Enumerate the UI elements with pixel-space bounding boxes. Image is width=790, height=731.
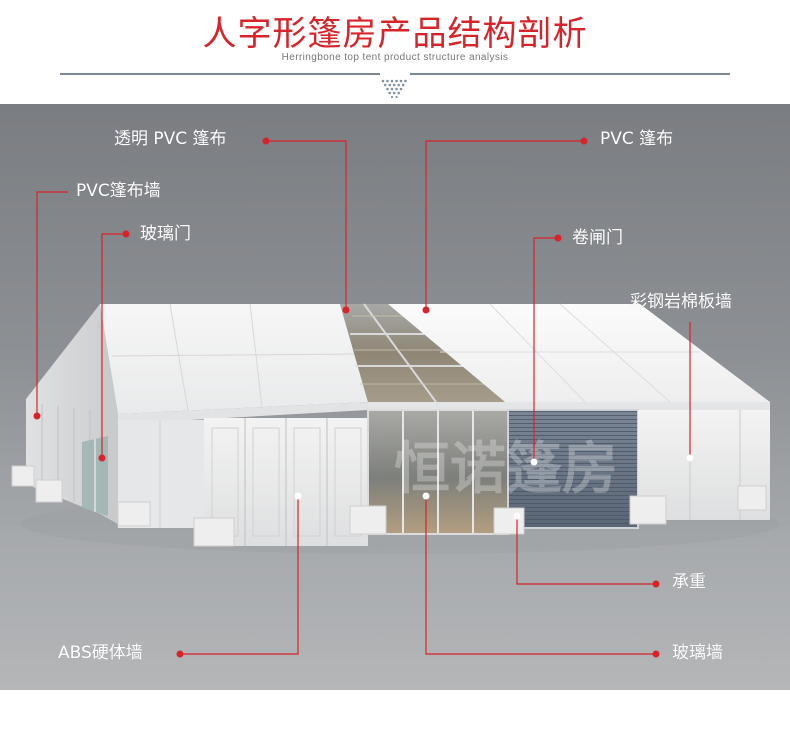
tent-scene: 恒诺篷房 [0,104,790,690]
label-sandwich-panel-wall: 彩钢岩棉板墙 [630,292,732,312]
label-transparent-pvc-cover: 透明 PVC 篷布 [114,129,227,149]
label-rolling-door: 卷闸门 [572,228,623,248]
header: 人字形篷房产品结构剖析 Herringbone top tent product… [0,0,790,104]
label-abs-wall: ABS硬体墙 [58,643,143,663]
label-glass-wall: 玻璃墙 [672,643,723,663]
divider-left [60,73,380,75]
divider-right [410,73,730,75]
dots-triangle-icon [381,79,407,98]
page-title: 人字形篷房产品结构剖析 [202,14,588,54]
watermark-text: 恒诺篷房 [394,437,618,502]
callout-lines [33,137,694,658]
label-pvc-wall: PVC篷布墙 [76,181,161,201]
tent-illustration: 恒诺篷房 [11,303,780,554]
label-pvc-cover: PVC 篷布 [600,129,674,149]
footer [0,690,790,731]
label-load-bearing: 承重 [672,572,706,592]
label-glass-door: 玻璃门 [140,224,191,244]
page-subtitle: Herringbone top tent product structure a… [281,52,509,63]
